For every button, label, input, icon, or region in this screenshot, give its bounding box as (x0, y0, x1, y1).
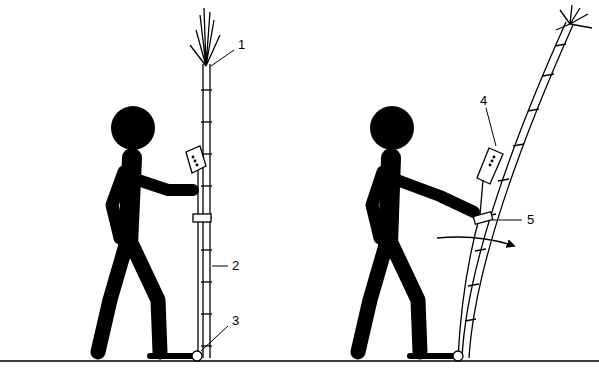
motion-arrow (437, 237, 514, 246)
cane-node (543, 74, 554, 76)
cane-node (528, 109, 539, 111)
cane-node (201, 313, 212, 314)
device-left (186, 146, 211, 361)
cane-node (475, 249, 486, 251)
callout-number: 1 (237, 38, 246, 51)
callout-number: 4 (479, 94, 488, 107)
callout-number: 3 (231, 314, 240, 327)
cane-node (201, 281, 212, 282)
cane-node (513, 144, 524, 146)
cane-node (201, 89, 212, 90)
cane-node (201, 185, 212, 186)
callout-number: 5 (526, 213, 535, 226)
callout-number: 2 (231, 259, 240, 272)
ground-line (0, 360, 599, 362)
sugarcane-right (462, 5, 592, 358)
cane-node (465, 319, 476, 321)
sugarcane-left (190, 8, 220, 358)
cane-node (468, 284, 479, 286)
device-right (453, 148, 503, 361)
cane-node (201, 121, 212, 122)
cane-node (555, 44, 566, 46)
leader-lines (201, 50, 522, 351)
cane-node (201, 249, 212, 250)
cane-node (498, 179, 509, 181)
person-right (358, 106, 474, 356)
person-left (98, 106, 193, 356)
